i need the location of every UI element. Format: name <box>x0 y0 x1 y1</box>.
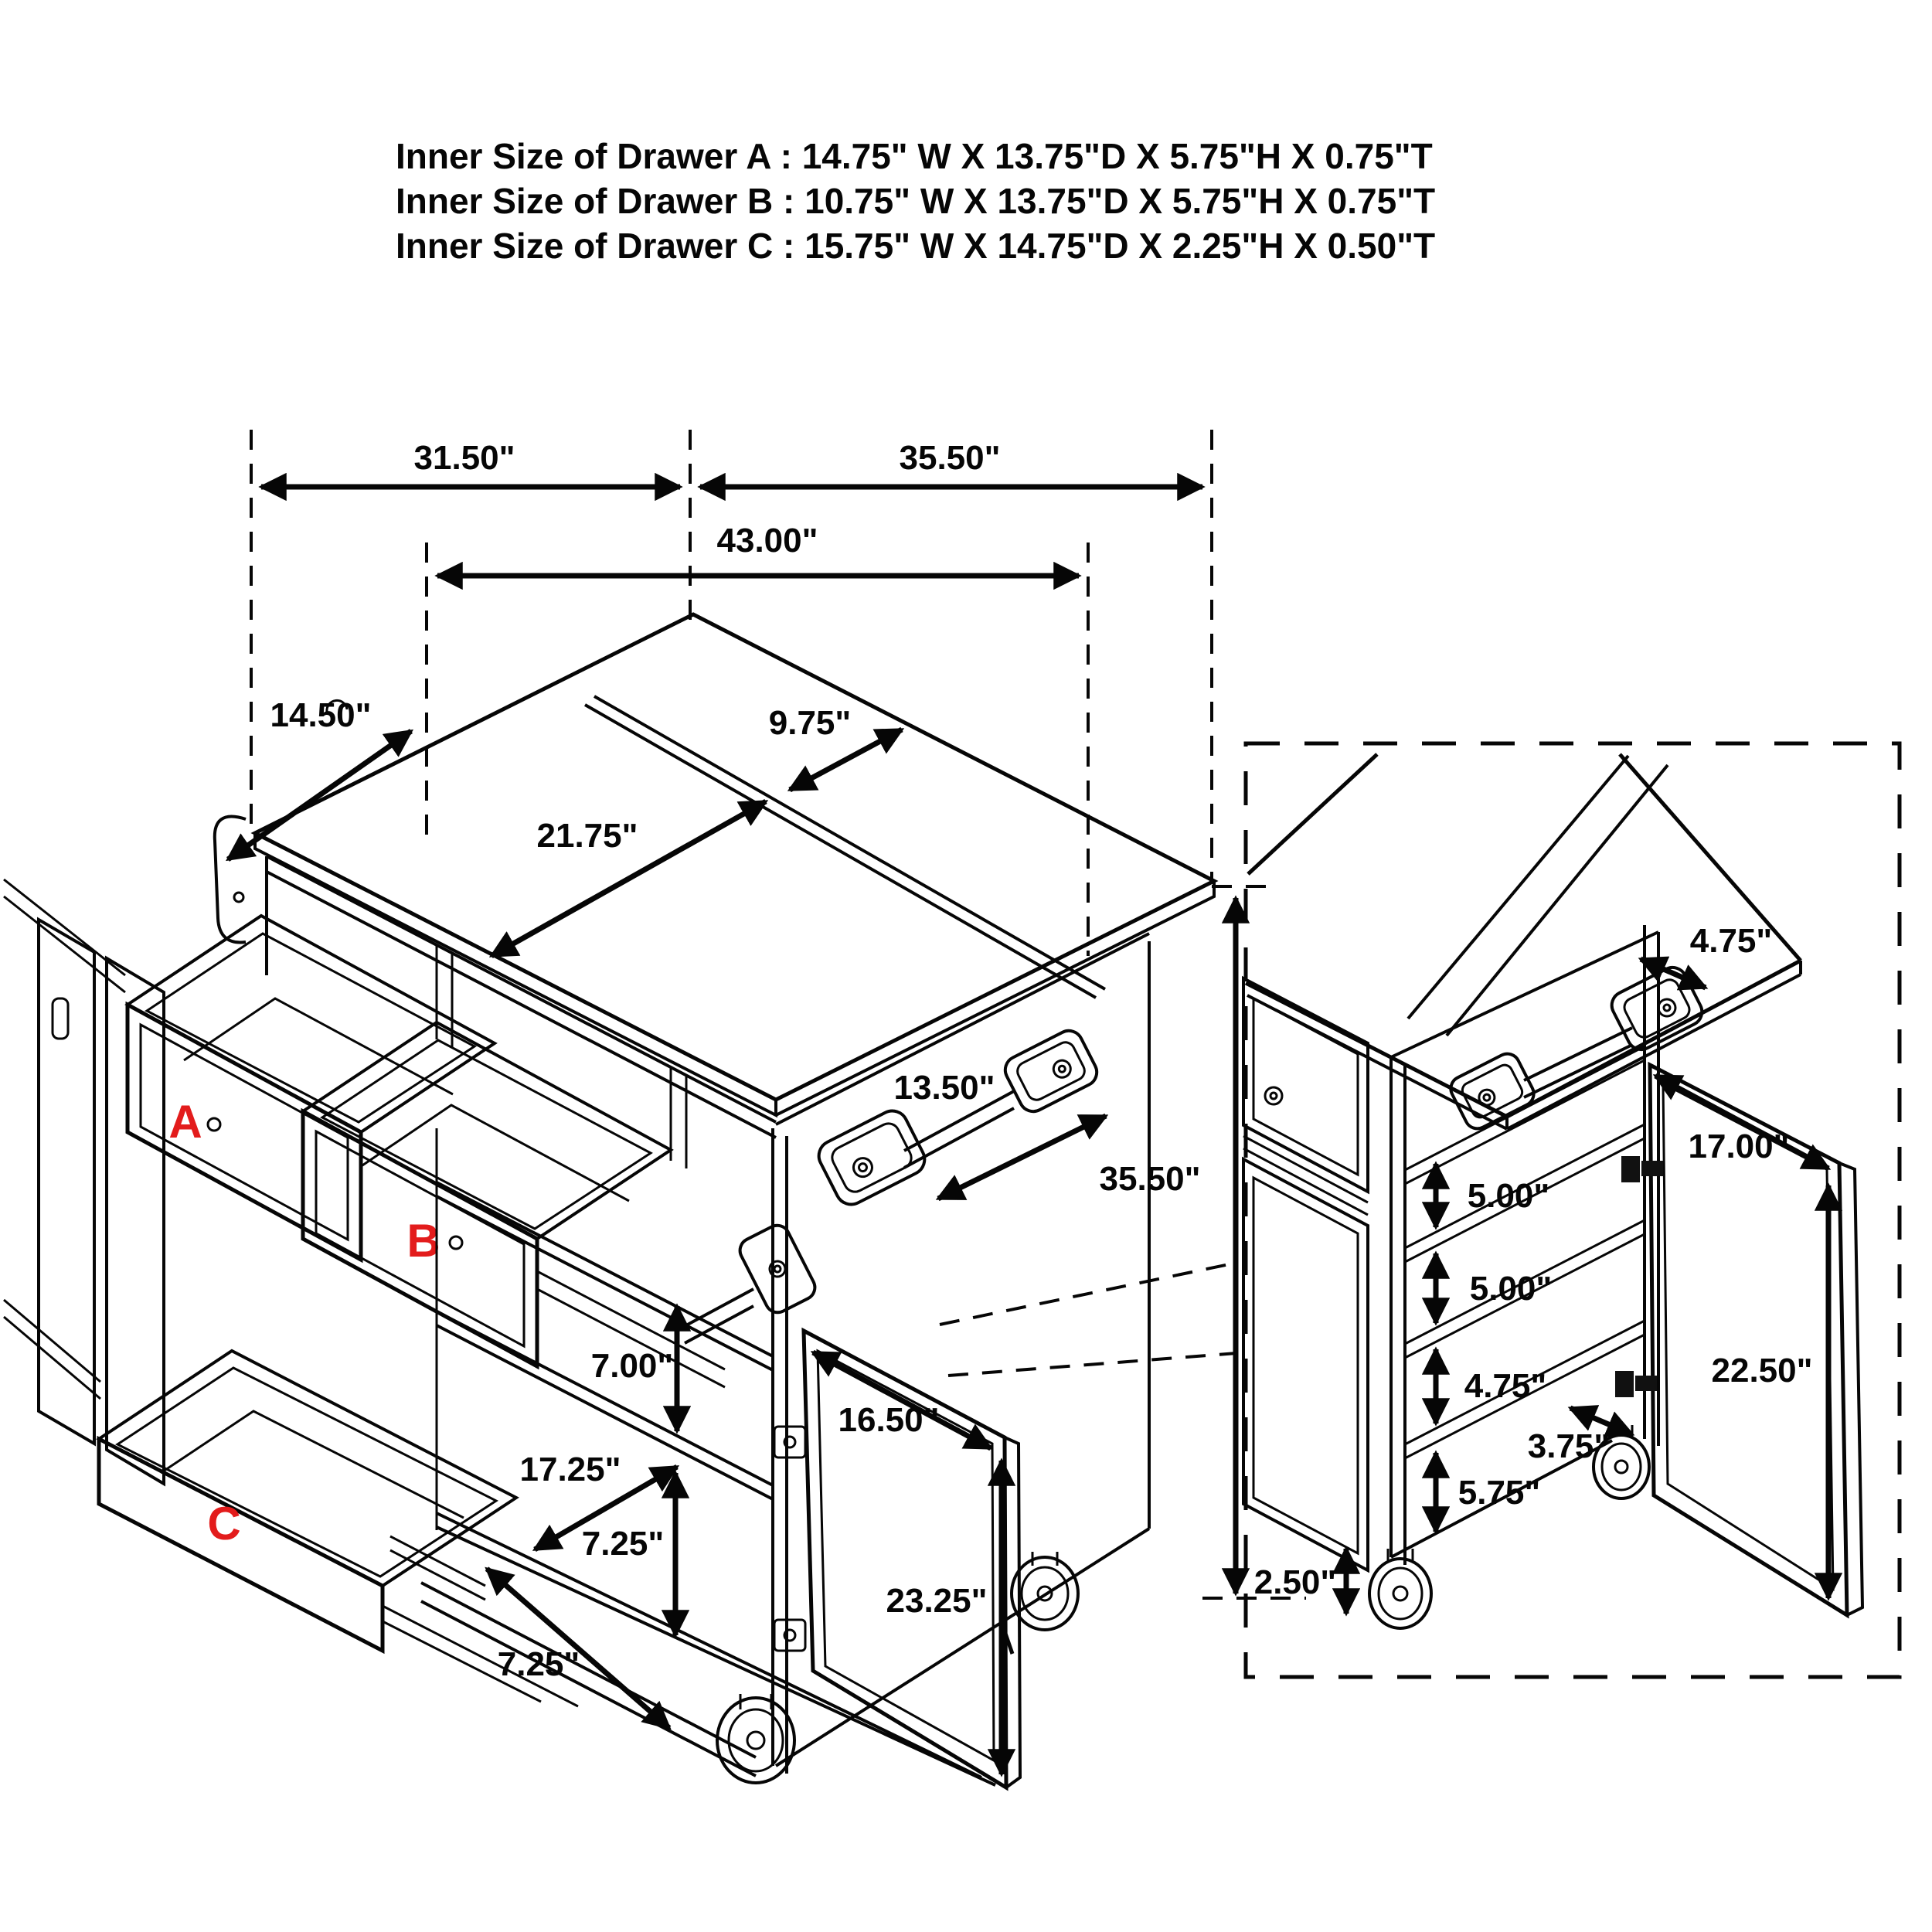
tray-c-slides <box>382 1535 579 1708</box>
dim-arrow-16-50 <box>810 1349 994 1451</box>
inset-top-seam <box>1406 754 1669 1037</box>
dim-5-75: 5.75" <box>1458 1474 1541 1512</box>
title-line-drawer-b: Inner Size of Drawer B : 10.75" W X 13.7… <box>396 181 1435 221</box>
inset-closed-door-front <box>1242 1156 1369 1573</box>
inset-hinge-hardware <box>1615 1156 1663 1397</box>
door-hinge-post <box>771 1128 788 1774</box>
tray-c-tag: C <box>207 1498 240 1549</box>
detail-view-dimensions: 4.75" 17.00" 22.50" 5.00" 5.00" 4.75" 3.… <box>1254 922 1843 1617</box>
dim-35-50-top: 35.50" <box>900 439 1001 477</box>
tray-c: C <box>96 1349 579 1708</box>
base-front-rail <box>420 1581 757 1777</box>
dim-17-00: 17.00" <box>1689 1128 1790 1165</box>
inset-shelves <box>1404 1045 1645 1460</box>
dim-arrow-13-50 <box>935 1113 1109 1202</box>
inset-caster-left <box>1368 1549 1433 1630</box>
main-view-dimensions: 31.50" 35.50" 43.00" 14.50" 9.75" 21.75"… <box>226 439 1250 1777</box>
dim-17-25: 17.25" <box>520 1451 621 1488</box>
dim-arrow-9-75 <box>787 726 905 793</box>
drawer-a: A <box>124 913 498 1264</box>
drawer-a-knob <box>206 1117 222 1132</box>
detail-inset-border <box>1243 741 1902 1679</box>
dim-arrow-14-50 <box>226 729 413 862</box>
dim-22-50: 22.50" <box>1712 1352 1813 1389</box>
detail-inset-view: 4.75" 17.00" 22.50" 5.00" 5.00" 4.75" 3.… <box>1242 741 1902 1679</box>
dim-7-25-diagonal: 7.25" <box>498 1645 580 1683</box>
face-frame-stiles <box>435 945 688 1168</box>
caster-right <box>1010 1552 1080 1631</box>
end-bottom-rail <box>774 1527 1151 1767</box>
dim-9-75: 9.75" <box>769 704 852 742</box>
drawer-a-tag: A <box>168 1096 202 1148</box>
dim-7-25-vertical: 7.25" <box>582 1525 665 1563</box>
title-line-drawer-c: Inner Size of Drawer C : 15.75" W X 14.7… <box>396 226 1435 266</box>
dim-2-50: 2.50" <box>1254 1563 1337 1601</box>
dim-16-50: 16.50" <box>838 1401 940 1439</box>
leaf-hinge-bump <box>325 699 349 713</box>
dim-4-75-handle: 4.75" <box>1690 922 1773 960</box>
dim-arrow-17-25 <box>532 1464 680 1553</box>
title-block: Inner Size of Drawer A : 14.75" W X 13.7… <box>396 136 1435 266</box>
inset-opening-left-edge <box>1389 1057 1406 1565</box>
dim-arrow-4-75-handle <box>1638 956 1709 991</box>
dim-14-50: 14.50" <box>270 696 372 734</box>
detail-callout-line-upper <box>939 1261 1237 1326</box>
drop-leaf-seam <box>584 695 1106 999</box>
dim-arrow-7-25-diagonal <box>485 1566 672 1730</box>
drawer-b: B <box>300 1020 726 1389</box>
drawer-b-tag: B <box>406 1215 440 1267</box>
inset-hinge-post <box>1643 925 1660 1446</box>
leaf-support-bracket <box>213 815 247 944</box>
title-line-drawer-a: Inner Size of Drawer A : 14.75" W X 13.7… <box>396 136 1433 176</box>
dim-43-00: 43.00" <box>717 522 818 560</box>
cabinet-door-open <box>801 1327 1022 1791</box>
dim-5-00-middle: 5.00" <box>1470 1270 1553 1308</box>
dim-5-00-top: 5.00" <box>1468 1177 1550 1215</box>
cabinet-frame <box>233 855 1151 1774</box>
end-top-rail <box>775 932 1150 1126</box>
dim-23-25: 23.25" <box>886 1582 988 1620</box>
dim-arrow-3-75 <box>1567 1405 1635 1437</box>
leaf-latch-slot <box>51 997 70 1040</box>
door-hinges <box>773 1425 807 1652</box>
dim-4-75-shelf: 4.75" <box>1464 1367 1547 1405</box>
caster-front <box>716 1694 796 1784</box>
detail-callout-line-lower <box>947 1352 1237 1377</box>
dim-35-50-height: 35.50" <box>1100 1160 1201 1198</box>
drawer-b-knob <box>448 1235 464 1250</box>
screw-hole <box>233 891 245 903</box>
towel-bar-assembly <box>684 1029 1099 1345</box>
interior-shelves <box>420 1128 996 1787</box>
dim-3-75: 3.75" <box>1528 1427 1611 1465</box>
countertop <box>213 612 1219 1118</box>
dim-31-50: 31.50" <box>414 439 515 477</box>
dim-7-00: 7.00" <box>591 1347 674 1385</box>
inset-bottom-edge <box>1390 1439 1613 1559</box>
inset-countertop <box>1244 753 1802 1131</box>
dim-13-50: 13.50" <box>894 1069 995 1107</box>
extension-guide-lines <box>250 430 1306 1600</box>
inset-cabinet-body <box>1242 925 1660 1573</box>
dim-arrow-17-00 <box>1652 1073 1832 1172</box>
front-towel-bar-bracket <box>738 1223 817 1315</box>
inset-drawer-knob <box>1264 1086 1284 1106</box>
inset-drawer-front <box>1242 975 1369 1195</box>
drawer-b-slides <box>536 1270 726 1389</box>
dim-arrow-21-75 <box>488 798 769 959</box>
main-isometric-view: A B C <box>3 612 1219 1791</box>
left-slide-panels <box>3 878 165 1487</box>
dim-21-75: 21.75" <box>537 817 638 855</box>
